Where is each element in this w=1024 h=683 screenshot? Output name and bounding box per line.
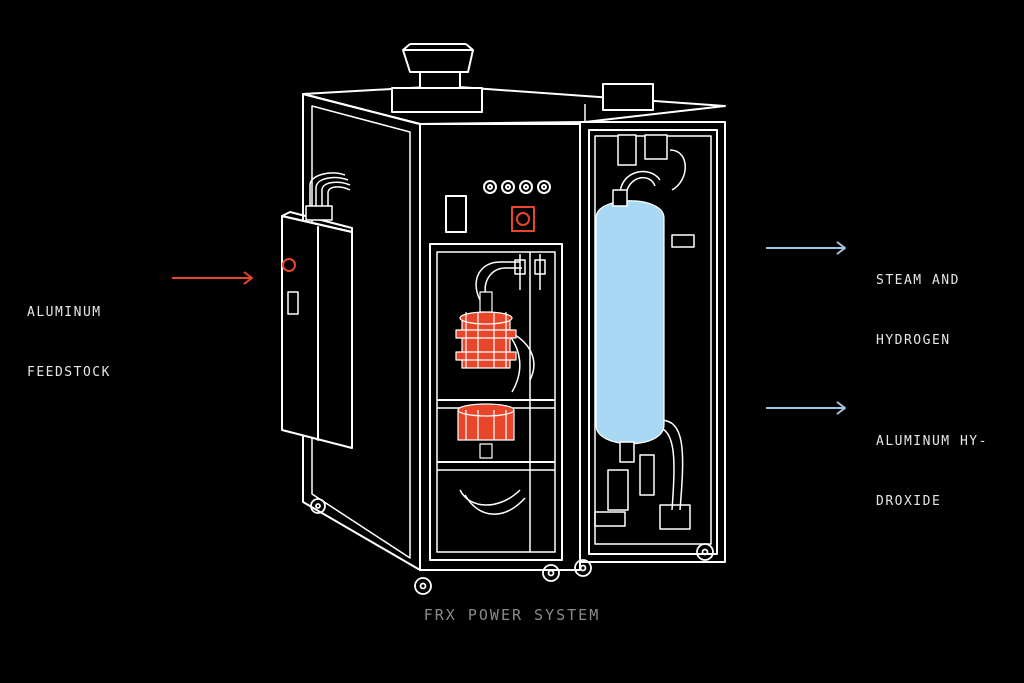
electrical-control-box xyxy=(281,172,353,449)
output-hydroxide-arrow xyxy=(766,401,846,415)
input-label: ALUMINUM FEEDSTOCK xyxy=(27,263,111,403)
output-hydroxide-label-line2: DROXIDE xyxy=(876,494,942,509)
output-hydroxide-label-line1: ALUMINUM HY- xyxy=(876,434,988,449)
control-dials xyxy=(483,180,551,194)
input-label-line1: ALUMINUM xyxy=(27,305,102,320)
input-label-line2: FEEDSTOCK xyxy=(27,365,111,380)
system-caption: FRX POWER SYSTEM xyxy=(423,606,601,624)
hydrogen-tank xyxy=(595,189,665,463)
feed-hopper xyxy=(391,43,483,113)
cabinet-top xyxy=(302,85,726,125)
input-arrow xyxy=(172,271,253,285)
output-steam-arrow xyxy=(766,241,846,255)
control-display xyxy=(445,195,467,233)
output-steam-label-line1: STEAM AND xyxy=(876,273,960,288)
output-steam-label-line2: HYDROGEN xyxy=(876,333,951,348)
casters xyxy=(310,498,714,595)
output-steam-label: STEAM AND HYDROGEN xyxy=(876,231,960,371)
output-hydroxide-label: ALUMINUM HY- DROXIDE xyxy=(876,392,988,532)
top-vent-box xyxy=(602,83,654,111)
reactor-vessel xyxy=(455,291,517,459)
emergency-button xyxy=(511,206,535,232)
right-pipes xyxy=(594,134,695,530)
